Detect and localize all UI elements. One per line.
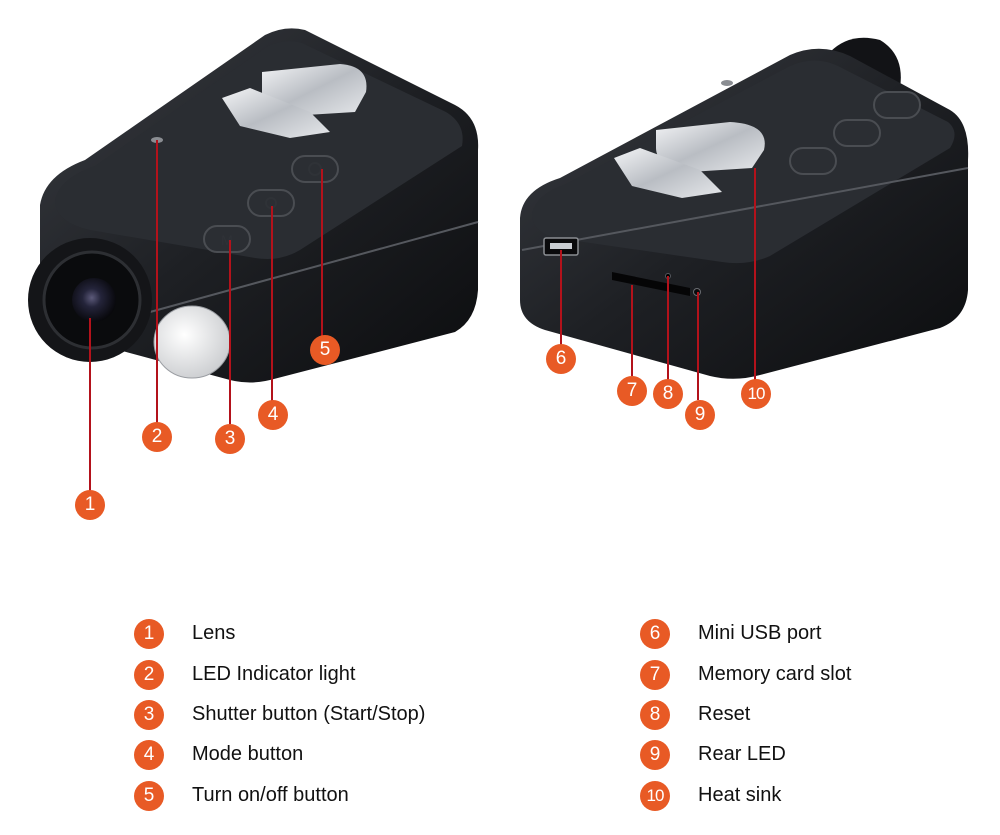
callout-badge-4: 4 <box>258 400 288 430</box>
legend-label-usb: Mini USB port <box>698 622 822 644</box>
legend-label-reset: Reset <box>698 703 751 725</box>
legend-badge-6: 6 <box>640 619 670 649</box>
leader-lines <box>89 140 756 492</box>
camera-diagram: M <box>28 28 969 492</box>
sticker-cap <box>153 305 231 379</box>
lens-glass <box>72 278 116 322</box>
callout-badge-6: 6 <box>546 344 576 374</box>
mini-usb-port-inner <box>550 243 572 249</box>
legend-badge-10: 10 <box>640 781 670 811</box>
camera-front-seam <box>149 221 479 313</box>
rear-button-plate-bottom <box>614 148 722 198</box>
memory-card-slot <box>612 272 690 296</box>
legend-badge-7: 7 <box>640 660 670 690</box>
legend-badge-3: 3 <box>134 700 164 730</box>
callout-badge-2: 2 <box>142 422 172 452</box>
legend-label-power: Turn on/off button <box>192 784 349 806</box>
front-button-plate-bottom <box>222 88 330 138</box>
callout-badge-10: 10 <box>741 379 771 409</box>
legend-label-mode: Mode button <box>192 743 304 765</box>
legend-badge-2: 2 <box>134 660 164 690</box>
rear-button-1 <box>789 147 837 175</box>
legend-badge-5: 5 <box>134 781 164 811</box>
callout-badge-7: 7 <box>617 376 647 406</box>
callout-badge-3: 3 <box>215 424 245 454</box>
legend-label-memory-card: Memory card slot <box>698 663 852 685</box>
callout-badge-9: 9 <box>685 400 715 430</box>
callout-badge-5: 5 <box>310 335 340 365</box>
callout-badge-1: 1 <box>75 490 105 520</box>
legend-label-lens: Lens <box>192 622 236 644</box>
rear-top-led <box>721 80 733 86</box>
camera-front-view: M <box>28 28 479 383</box>
callout-badge-8: 8 <box>653 379 683 409</box>
front-mode-button <box>203 225 251 253</box>
front-button-plate-top <box>262 64 367 116</box>
legend-label-heat-sink: Heat sink <box>698 784 782 806</box>
front-power-button <box>291 155 339 183</box>
camera-rear-seam <box>521 167 969 251</box>
legend-label-shutter: Shutter button (Start/Stop) <box>192 703 426 725</box>
rear-button-3 <box>873 91 921 119</box>
legend-badge-1: 1 <box>134 619 164 649</box>
m-letter-icon: M <box>221 232 233 248</box>
legend-label-led: LED Indicator light <box>192 663 356 685</box>
rear-button-plate-top <box>656 122 765 172</box>
legend-badge-9: 9 <box>640 740 670 770</box>
camera-rear-view <box>520 37 969 379</box>
legend-label-rear-led: Rear LED <box>698 743 786 765</box>
legend-badge-4: 4 <box>134 740 164 770</box>
rear-button-2 <box>833 119 881 147</box>
legend-badge-8: 8 <box>640 700 670 730</box>
